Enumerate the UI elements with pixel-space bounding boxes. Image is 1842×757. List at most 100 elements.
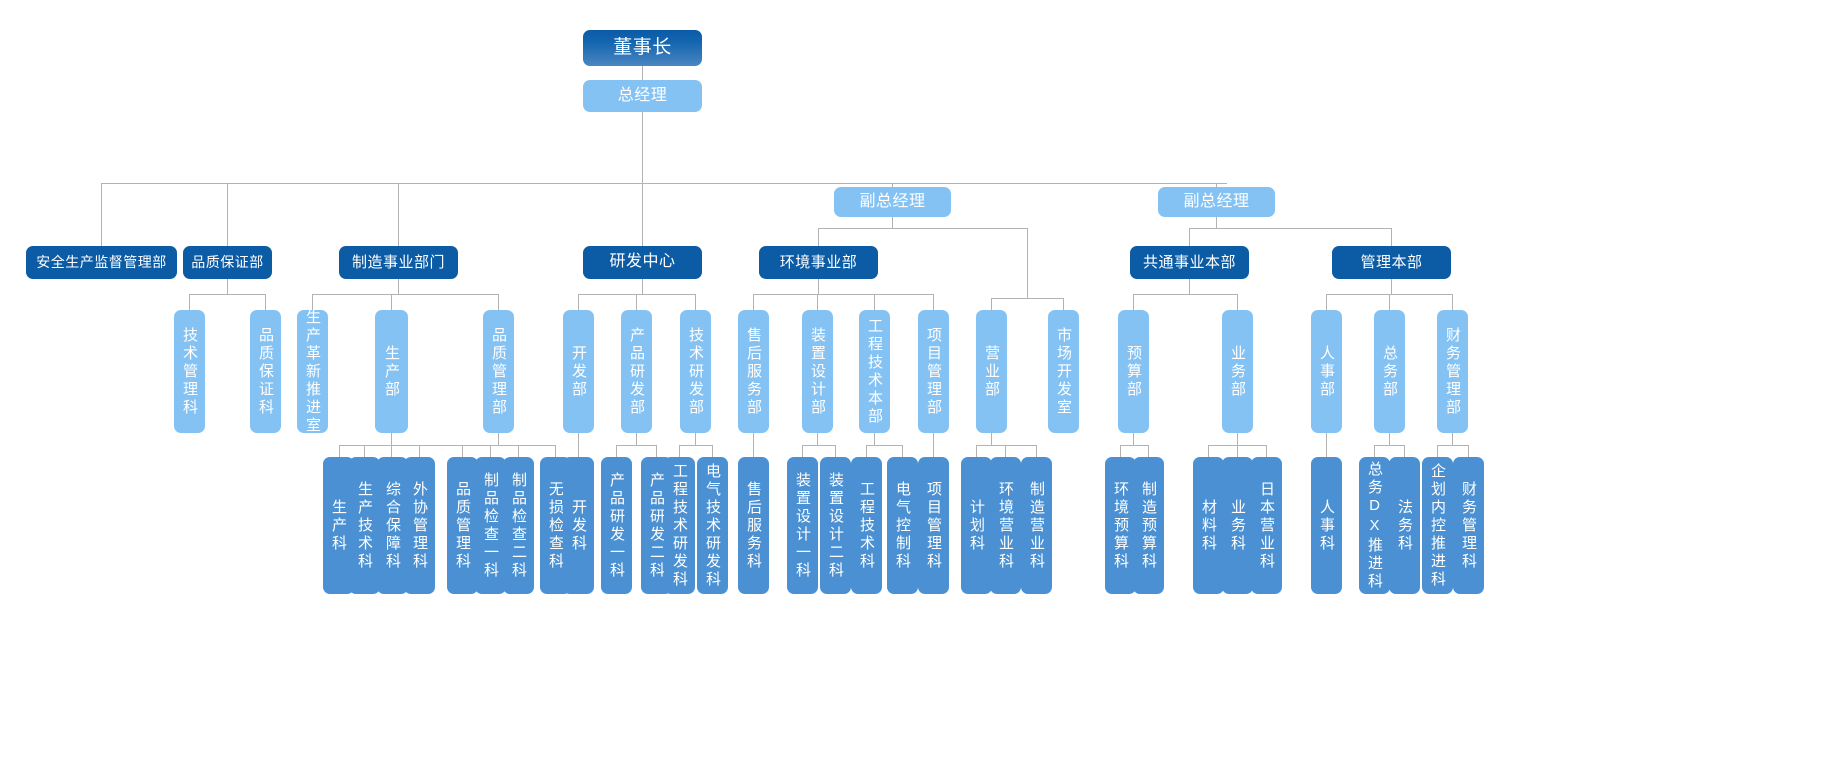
node-dept-rnd-center[interactable]: 研发中心 xyxy=(583,246,702,279)
node-unit-ga-dx[interactable]: 总务DX推进科 xyxy=(1359,457,1390,594)
node-sub-device-design[interactable]: 装置设计部 xyxy=(802,310,833,433)
node-unit-quality-mgmt[interactable]: 品质管理科 xyxy=(447,457,478,594)
connector-ga-u1 xyxy=(1374,445,1375,457)
node-unit-mfg-budget[interactable]: 制造预算科 xyxy=(1133,457,1164,594)
node-unit-finance-mgmt[interactable]: 财务管理科 xyxy=(1453,457,1484,594)
node-dept-safety[interactable]: 安全生产监督管理部 xyxy=(26,246,177,279)
connector-trnd-u2 xyxy=(712,445,713,457)
connector-projectmgmt-stem xyxy=(933,433,934,457)
node-sub-general-affairs[interactable]: 总务部 xyxy=(1374,310,1405,433)
node-dept-manufacturing-label: 制造事业部门 xyxy=(351,253,445,271)
node-unit-prod-tech[interactable]: 生产技术科 xyxy=(349,457,380,594)
node-unit-development[interactable]: 开发科 xyxy=(563,457,594,594)
connector-env-devicedesign xyxy=(817,294,818,310)
node-sub-quality-mgmt[interactable]: 品质管理部 xyxy=(483,310,514,433)
node-unit-production[interactable]: 生产科 xyxy=(323,457,354,594)
connector-production-stem xyxy=(391,433,392,445)
node-dept-manufacturing[interactable]: 制造事业部门 xyxy=(339,246,458,279)
node-unit-device-design-2[interactable]: 装置设计二科 xyxy=(820,457,851,594)
node-sub-prod-innovation[interactable]: 生产革新推进室 xyxy=(297,309,328,435)
connector-mgmt-stem xyxy=(1391,278,1392,294)
node-sub-hr[interactable]: 人事部 xyxy=(1311,310,1342,433)
connector-deputy1-bracket xyxy=(818,228,1028,229)
connector-sales-u1 xyxy=(976,445,977,457)
node-unit-env-budget[interactable]: 环境预算科 xyxy=(1105,457,1136,594)
node-sub-project-mgmt[interactable]: 项目管理部 xyxy=(918,310,949,433)
node-sub-market-dev[interactable]: 市场开发室 xyxy=(1048,310,1079,433)
node-unit-planning[interactable]: 计划科 xyxy=(961,457,992,594)
node-unit-project-mgmt[interactable]: 项目管理科 xyxy=(918,457,949,594)
node-unit-device-design-1[interactable]: 装置设计一科 xyxy=(787,457,818,594)
node-unit-eng-tech-rnd[interactable]: 工程技术研发科 xyxy=(664,457,695,594)
node-unit-planning-control[interactable]: 企划内控推进科 xyxy=(1422,457,1453,594)
node-unit-after-sales[interactable]: 售后服务科 xyxy=(738,457,769,594)
node-sub-sales[interactable]: 营业部 xyxy=(976,310,1007,433)
node-chairman[interactable]: 董事长 xyxy=(583,30,702,66)
connector-qualitymgmt-stem xyxy=(498,433,499,445)
connector-deputy1-salesgroup xyxy=(1027,228,1028,298)
node-unit-business[interactable]: 业务科 xyxy=(1222,457,1253,594)
node-unit-env-sales[interactable]: 环境营业科 xyxy=(990,457,1021,594)
node-dept-quality-assurance[interactable]: 品质保证部 xyxy=(183,246,272,279)
node-unit-materials[interactable]: 材料科 xyxy=(1193,457,1224,594)
node-unit-elec-control[interactable]: 电气控制科 xyxy=(887,457,918,594)
node-dept-management[interactable]: 管理本部 xyxy=(1332,246,1451,279)
node-unit-prod-tech-label: 生产技术科 xyxy=(356,480,373,571)
connector-deputy2-management xyxy=(1391,228,1392,247)
connector-rnd-techrnd xyxy=(695,294,696,310)
node-unit-project-mgmt-label: 项目管理科 xyxy=(925,480,942,571)
node-unit-inspect-1[interactable]: 制品检查一科 xyxy=(475,457,506,594)
connector-gm-stem xyxy=(642,111,643,183)
node-sub-quality-assurance[interactable]: 品质保证科 xyxy=(250,310,281,433)
node-dept-safety-label: 安全生产监督管理部 xyxy=(36,254,167,271)
connector-bus-deputy1 xyxy=(892,183,893,188)
node-sub-eng-tech[interactable]: 工程技术本部 xyxy=(859,310,890,433)
node-sub-budget[interactable]: 预算部 xyxy=(1118,310,1149,433)
connector-qa-stem xyxy=(227,278,228,294)
node-sub-after-sales[interactable]: 售后服务部 xyxy=(738,310,769,433)
node-sub-tech-mgmt[interactable]: 技术管理科 xyxy=(174,310,205,433)
node-deputy-gm-2[interactable]: 副总经理 xyxy=(1158,187,1275,217)
node-unit-product-rnd-1[interactable]: 产品研发一科 xyxy=(601,457,632,594)
node-unit-elec-tech-rnd[interactable]: 电气技术研发科 xyxy=(697,457,728,594)
node-sub-development-label: 开发部 xyxy=(570,344,587,399)
connector-mgmt-ga xyxy=(1389,294,1390,310)
connector-dd-u2 xyxy=(835,445,836,457)
node-sub-quality-mgmt-label: 品质管理部 xyxy=(490,326,507,417)
connector-env-bracket xyxy=(753,294,933,295)
connector-qm-u4 xyxy=(555,445,556,457)
node-unit-japan-sales[interactable]: 日本营业科 xyxy=(1251,457,1282,594)
connector-sales-stem xyxy=(991,433,992,445)
connector-productrnd-stem xyxy=(636,433,637,445)
node-sub-product-rnd[interactable]: 产品研发部 xyxy=(621,310,652,433)
connector-common-bracket xyxy=(1133,294,1237,295)
node-sub-business[interactable]: 业务部 xyxy=(1222,310,1253,433)
node-unit-eng-tech[interactable]: 工程技术科 xyxy=(851,457,882,594)
connector-main-bus xyxy=(101,183,1227,184)
node-unit-mfg-sales[interactable]: 制造营业科 xyxy=(1021,457,1052,594)
node-unit-outsourcing[interactable]: 外协管理科 xyxy=(404,457,435,594)
connector-finance-bracket xyxy=(1437,445,1468,446)
node-unit-elec-control-label: 电气控制科 xyxy=(894,480,911,571)
node-unit-hr[interactable]: 人事科 xyxy=(1311,457,1342,594)
node-unit-inspect-2[interactable]: 制品检查二科 xyxy=(503,457,534,594)
node-sub-finance-mgmt[interactable]: 财务管理部 xyxy=(1437,310,1468,433)
node-dept-common-business[interactable]: 共通事业本部 xyxy=(1130,246,1249,279)
node-unit-planning-control-label: 企划内控推进科 xyxy=(1429,462,1446,589)
node-deputy-gm-1[interactable]: 副总经理 xyxy=(834,187,951,217)
node-unit-comprehensive[interactable]: 综合保障科 xyxy=(377,457,408,594)
node-sub-tech-rnd[interactable]: 技术研发部 xyxy=(680,310,711,433)
connector-deputy2-common xyxy=(1189,228,1190,247)
node-unit-legal[interactable]: 法务科 xyxy=(1389,457,1420,594)
node-sub-production-label: 生产部 xyxy=(383,344,400,399)
node-general-manager[interactable]: 总经理 xyxy=(583,80,702,112)
node-sub-market-dev-label: 市场开发室 xyxy=(1055,326,1072,417)
node-dept-common-business-label: 共通事业本部 xyxy=(1142,253,1236,271)
node-sub-development[interactable]: 开发部 xyxy=(563,310,594,433)
node-sub-production[interactable]: 生产部 xyxy=(375,310,408,433)
connector-prod-u4 xyxy=(419,445,420,457)
node-unit-materials-label: 材料科 xyxy=(1200,498,1217,553)
connector-aftersales-stem xyxy=(753,433,754,457)
node-unit-env-sales-label: 环境营业科 xyxy=(997,480,1014,571)
node-dept-environment[interactable]: 环境事业部 xyxy=(759,246,878,279)
